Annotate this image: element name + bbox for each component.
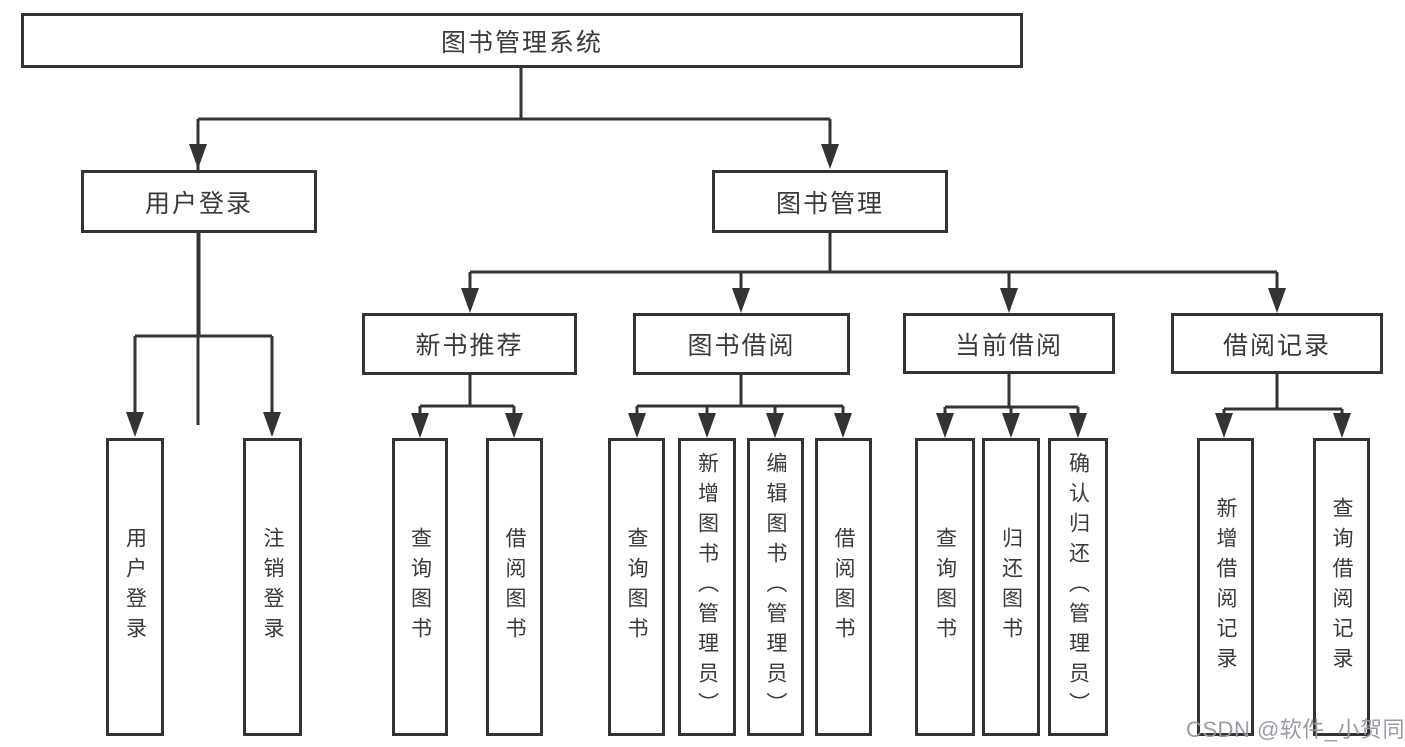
leaf-add-books-admin: 新增图书（管理员） — [678, 438, 736, 736]
leaf-user-login: 用户登录 — [106, 438, 164, 736]
leaf-borrow-books-1: 借阅图书 — [486, 438, 543, 736]
csdn-watermark: CSDN @软件_小贺同学 — [1186, 717, 1405, 742]
leaf-query-books-2: 查询图书 — [608, 438, 665, 736]
node-borrowing-records: 借阅记录 — [1171, 313, 1383, 374]
leaf-edit-books-admin: 编辑图书（管理员） — [747, 438, 804, 736]
leaf-add-borrow-record: 新增借阅记录 — [1197, 438, 1254, 736]
connector-book-borrow — [635, 375, 845, 425]
connector-current-borrow — [943, 374, 1080, 425]
connector-book-mgmt — [468, 233, 1279, 300]
leaf-query-books-1: 查询图书 — [392, 438, 448, 736]
node-book-management: 图书管理 — [712, 170, 948, 233]
node-library-management-system: 图书管理系统 — [21, 13, 1023, 68]
node-new-book-recommend: 新书推荐 — [362, 313, 577, 375]
node-book-borrowing: 图书借阅 — [633, 313, 850, 375]
leaf-logout: 注销登录 — [243, 438, 302, 736]
leaf-query-books-3: 查询图书 — [915, 438, 975, 736]
leaf-borrow-books-2: 借阅图书 — [815, 438, 872, 736]
connector-new-book-rec — [418, 375, 516, 425]
leaf-confirm-return-admin: 确认归还（管理员） — [1048, 438, 1108, 736]
node-user-login: 用户登录 — [81, 170, 317, 233]
node-current-borrowing: 当前借阅 — [903, 313, 1115, 374]
connector-user-login — [133, 233, 274, 425]
leaf-return-books: 归还图书 — [982, 438, 1040, 736]
leaf-query-borrow-record: 查询借阅记录 — [1313, 438, 1370, 736]
connector-borrow-records — [1222, 374, 1344, 425]
